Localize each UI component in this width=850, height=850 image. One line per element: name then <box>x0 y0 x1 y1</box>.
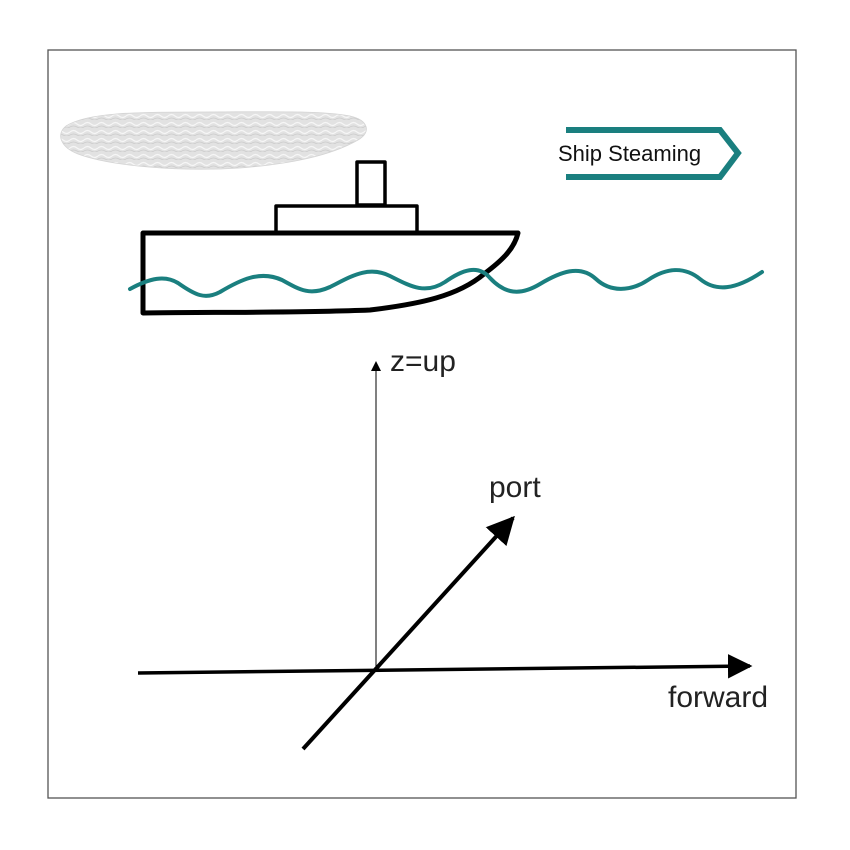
z-axis-label: z=up <box>390 345 456 378</box>
forward-axis <box>137 654 753 679</box>
port-axis-label: port <box>489 471 541 504</box>
forward-axis-label: forward <box>668 681 768 714</box>
badge-arrow-shape <box>566 127 742 180</box>
ship-hull <box>140 230 521 316</box>
smoke-cloud <box>60 111 367 170</box>
ship-cabin <box>274 204 419 235</box>
port-axis <box>301 515 515 751</box>
ship-funnel <box>355 160 387 207</box>
frame-border <box>47 49 797 799</box>
ship-steaming-badge: Ship Steaming <box>558 127 742 180</box>
coordinate-axes <box>137 361 753 751</box>
ship <box>140 160 521 316</box>
water-wave <box>128 267 764 298</box>
badge-label: Ship Steaming <box>558 141 701 166</box>
